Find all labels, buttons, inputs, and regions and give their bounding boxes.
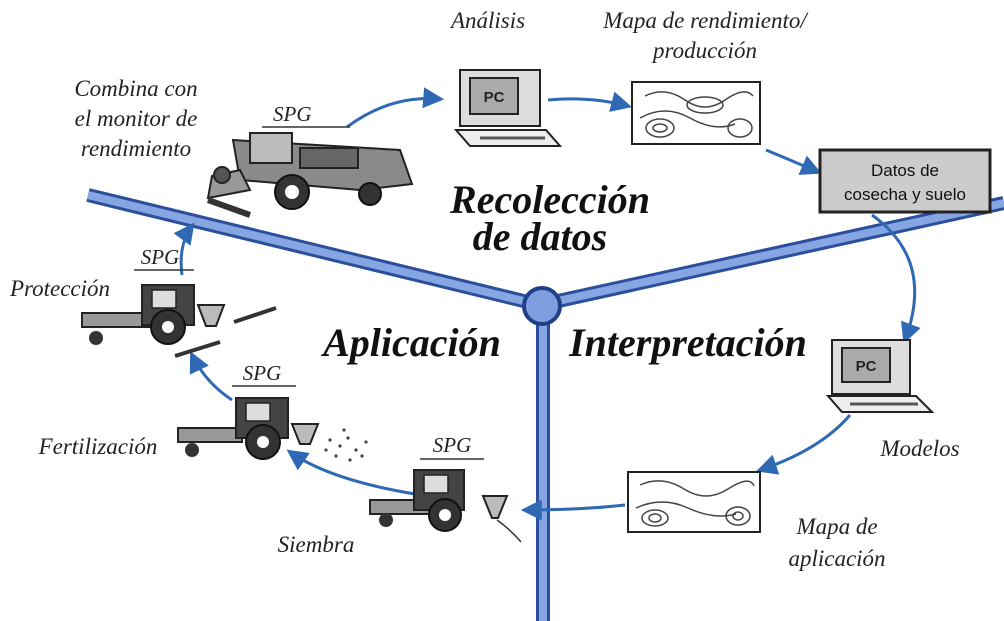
arrow-data-to-models (871, 213, 921, 344)
arrow-harvester-to-analysis (346, 87, 445, 129)
label-yield-map-line2: producción (651, 38, 757, 63)
label-harvester-line1: Combina con (74, 76, 197, 101)
center-node (522, 286, 562, 326)
fertilization-tractor-icon (177, 397, 368, 462)
label-application-map-line2: aplicación (788, 546, 885, 571)
data-box-line1: Datos de (871, 161, 939, 180)
section-collection-line1: Recolección (449, 177, 650, 222)
arrow-protection-to-harvester (173, 222, 195, 276)
harvest-soil-data-box: Datos de cosecha y suelo (818, 148, 992, 214)
application-map-icon (627, 471, 761, 533)
arrow-sowing-to-fertilization (286, 449, 416, 496)
arrow-appmap-to-sowing (520, 499, 626, 521)
computer-icon-analysis: PC (453, 69, 563, 147)
label-application-map-line1: Mapa de (795, 514, 877, 539)
label-harvester-line2: el monitor de (75, 106, 198, 131)
axis-arms (86, 188, 1004, 621)
spg-label-sowing: SPG (433, 433, 472, 457)
spg-label-harvester: SPG (273, 102, 312, 126)
yield-map-icon (631, 81, 761, 145)
spg-label-fertilization: SPG (243, 361, 282, 385)
section-collection-line2: de datos (473, 214, 607, 259)
svg-text:PC: PC (484, 89, 505, 106)
label-fertilization: Fertilización (38, 434, 158, 459)
label-yield-map-line1: Mapa de rendimiento/ (602, 8, 809, 33)
arrow-yieldmap-to-data (765, 148, 822, 175)
combine-harvester-icon (206, 132, 414, 218)
cycle-arrows (173, 87, 921, 521)
svg-text:PC: PC (856, 358, 877, 375)
spg-label-protection: SPG (141, 245, 180, 269)
arrow-analysis-to-yieldmap (547, 91, 633, 112)
arrow-fertilization-to-protection (189, 351, 233, 402)
section-interpretation: Interpretación (568, 320, 807, 365)
label-sowing: Siembra (278, 532, 355, 557)
sowing-tractor-icon (369, 469, 522, 543)
protection-tractor-icon (81, 284, 277, 358)
label-harvester-line3: rendimiento (81, 136, 191, 161)
arrow-models-to-appmap (756, 414, 852, 475)
label-protection: Protección (9, 276, 110, 301)
data-box-line2: cosecha y suelo (844, 185, 966, 204)
computer-icon-models: PC (825, 339, 935, 413)
section-application: Aplicación (320, 320, 501, 365)
label-analysis: Análisis (449, 8, 525, 33)
label-models: Modelos (879, 436, 959, 461)
